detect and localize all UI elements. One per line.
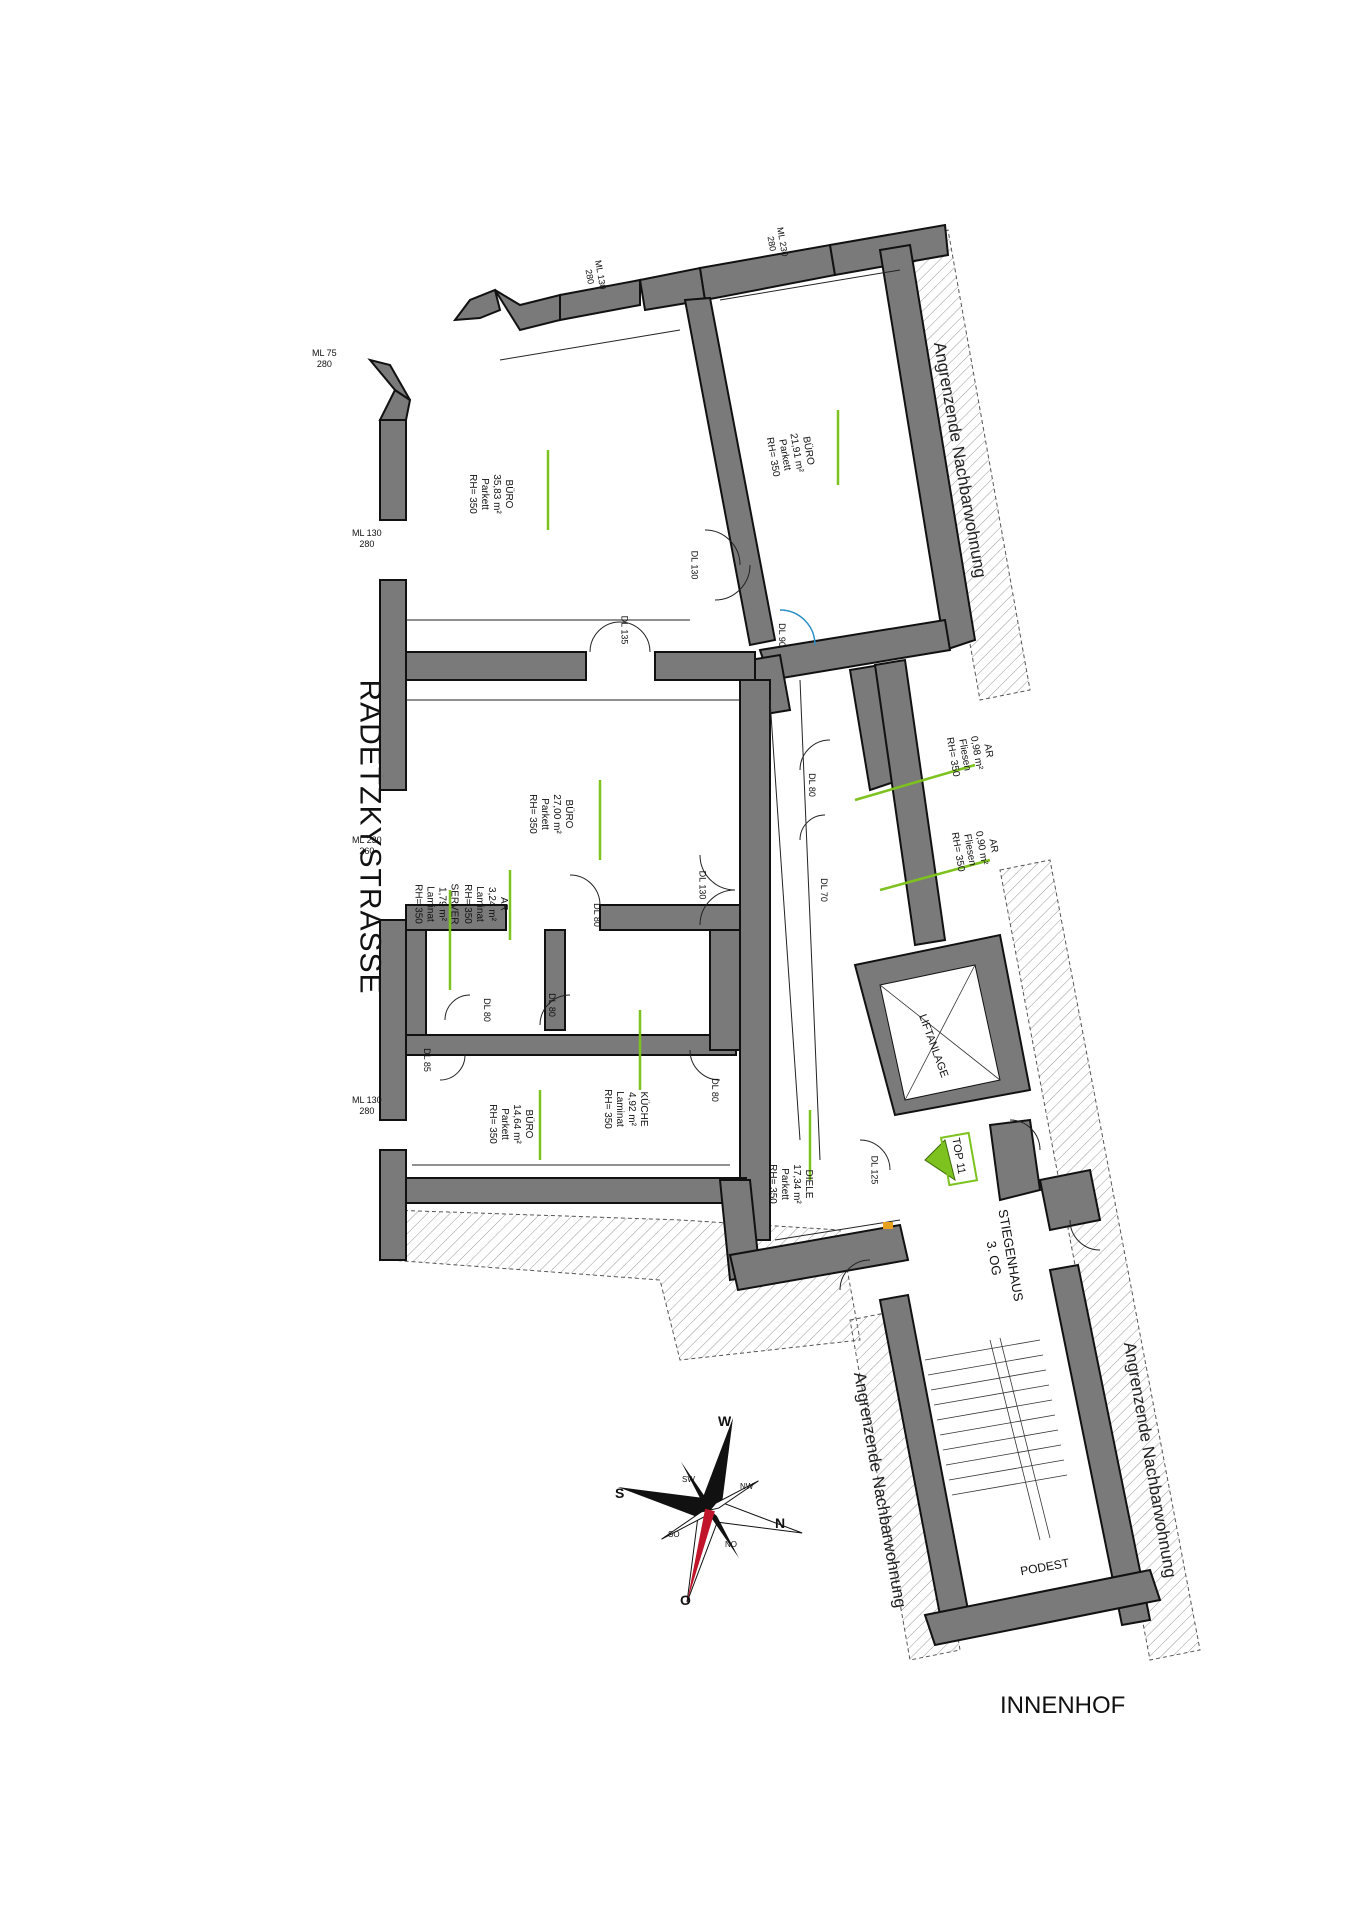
compass-sw: SW [682, 1475, 695, 1484]
lift-cross [879, 964, 1001, 1101]
dimension-lines [406, 269, 901, 1241]
door-label-12: DL 85 [421, 1048, 432, 1072]
walls [367, 223, 1162, 1647]
door-label-11: DL 80 [806, 773, 817, 797]
door-label-7: DL 80 [709, 1078, 720, 1102]
neighbor-zone-right [999, 859, 1201, 1661]
door-label-2: DL 135 [619, 615, 630, 645]
compass-so: SO [668, 1530, 680, 1539]
compass-rose-icon [617, 1417, 803, 1603]
doors [439, 529, 1101, 1291]
stair-treads [924, 1337, 1068, 1541]
compass-n: N [775, 1515, 786, 1531]
meter-marker-icon [883, 1222, 893, 1229]
door-label-3: DL 90 [776, 623, 787, 647]
door-label-1: DL 130 [689, 550, 700, 580]
door-label-5: DL 80 [546, 993, 557, 1017]
courtyard-label: INNENHOF [1000, 1692, 1126, 1719]
door-label-9: DL 70 [818, 878, 829, 902]
door-label-8: DL 130 [697, 870, 708, 900]
room-tag-lines [448, 410, 991, 1187]
compass-no: NO [725, 1540, 737, 1549]
door-label-6: DL 80 [591, 903, 602, 927]
compass-nw: NW [740, 1482, 754, 1491]
door-label-10: DL 125 [869, 1155, 880, 1185]
compass-s: S [615, 1485, 625, 1501]
compass-w: W [718, 1413, 732, 1429]
compass-o: O [680, 1592, 691, 1608]
neighbor-zone-bottom-left [389, 1209, 861, 1361]
door-label-4: DL 80 [481, 998, 492, 1022]
